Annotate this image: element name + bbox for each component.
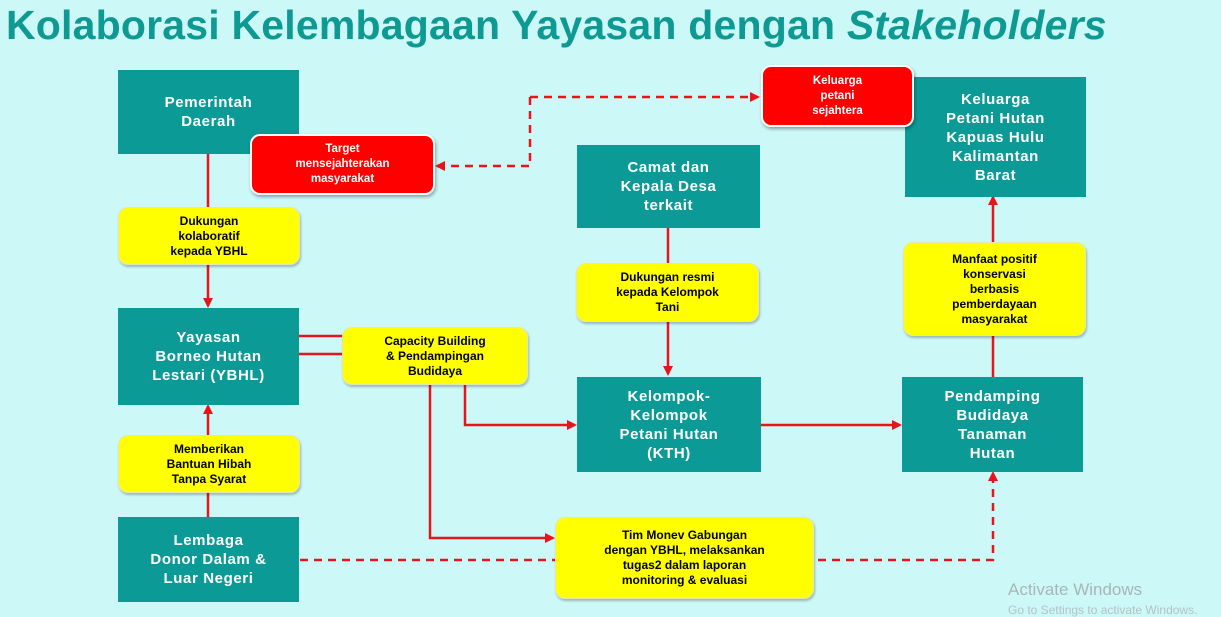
page-title: Kolaborasi Kelembagaan Yayasan dengan St… [6, 2, 1221, 58]
box-camat-kepala-desa: Camat dan Kepala Desa terkait [577, 145, 760, 228]
note-memberikan-bantuan: Memberikan Bantuan Hibah Tanpa Syarat [118, 435, 300, 493]
box-pendamping-budidaya: Pendamping Budidaya Tanaman Hutan [902, 377, 1083, 472]
box-ybhl: Yayasan Borneo Hutan Lestari (YBHL) [118, 308, 299, 405]
arrow-capacity-to-monev [428, 383, 555, 543]
note-manfaat-positif: Manfaat positif konservasi berbasis pemb… [903, 242, 1086, 336]
target-keluarga-sejahtera: Keluarga petani sejahtera [761, 65, 914, 127]
box-kth: Kelompok- Kelompok Petani Hutan (KTH) [577, 377, 761, 472]
dashed-arrow-lembaga-to-pendamping [300, 471, 998, 562]
title-italic: Stakeholders [846, 2, 1107, 48]
note-capacity-building: Capacity Building & Pendampingan Budiday… [342, 327, 528, 385]
arrow-capacity-to-kth [463, 383, 577, 430]
note-tim-monev: Tim Monev Gabungan dengan YBHL, melaksan… [555, 517, 814, 599]
dashed-arrow-to-target [435, 97, 532, 171]
target-mensejahterakan: Target mensejahterakan masyarakat [250, 134, 435, 195]
box-keluarga-petani-hutan: Keluarga Petani Hutan Kapuas Hulu Kalima… [905, 77, 1086, 197]
activate-windows-hint: Go to Settings to activate Windows. [1008, 603, 1198, 617]
activate-windows-watermark: Activate Windows [1008, 580, 1143, 599]
note-dukungan-kolaboratif: Dukungan kolaboratif kepada YBHL [118, 207, 300, 265]
title-main: Kolaborasi Kelembagaan Yayasan dengan [6, 2, 836, 48]
note-dukungan-resmi: Dukungan resmi kepada Kelompok Tani [576, 263, 759, 322]
box-lembaga-donor: Lembaga Donor Dalam & Luar Negeri [118, 517, 299, 602]
